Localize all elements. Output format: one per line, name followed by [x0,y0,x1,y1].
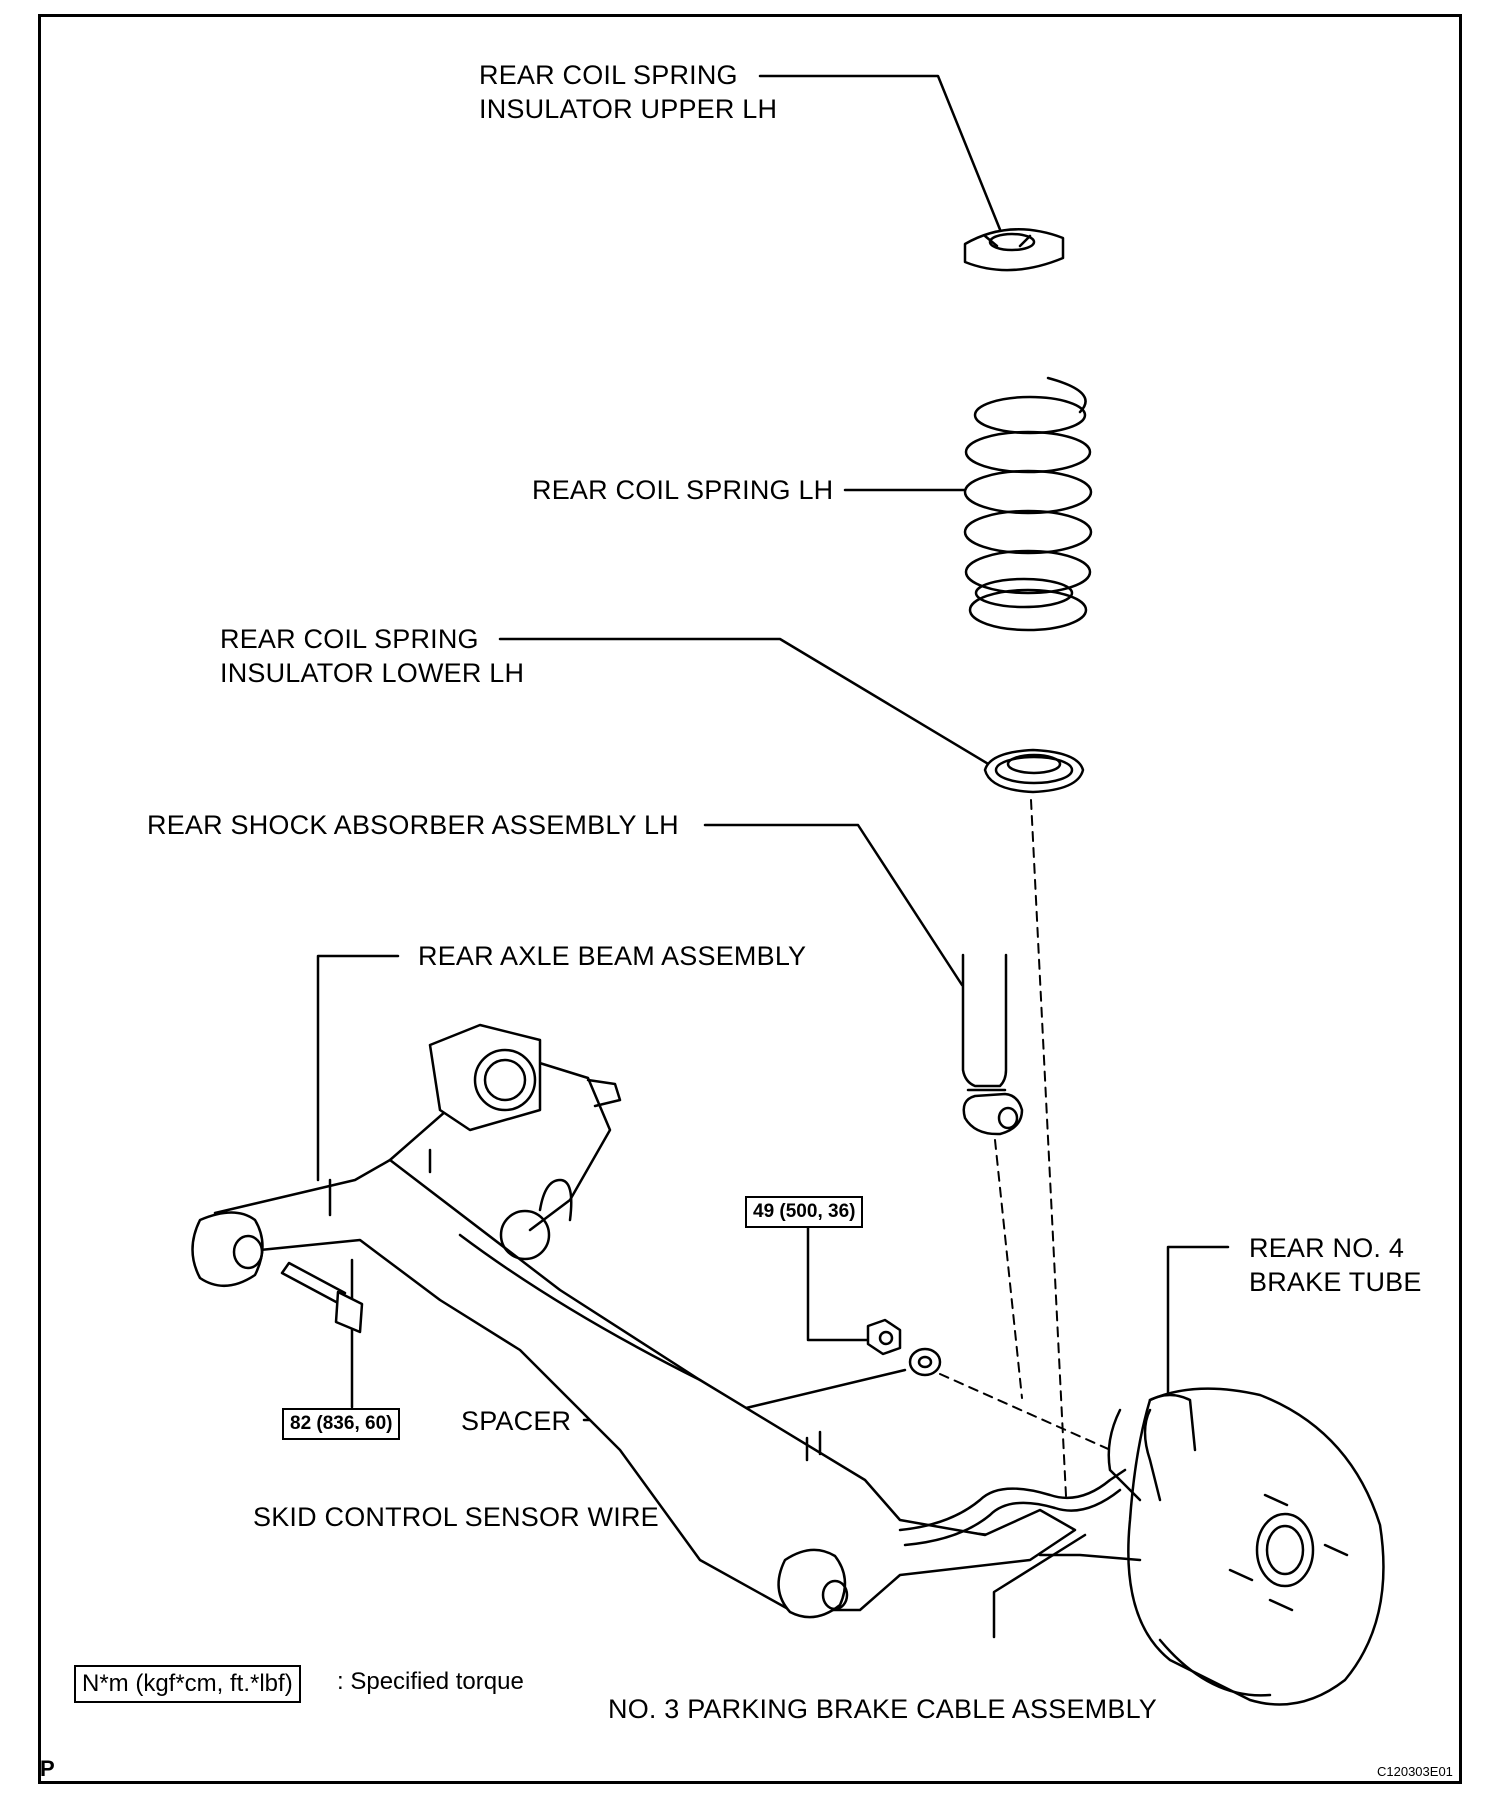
nut-part [866,1318,902,1356]
label-insulator-upper-line1: REAR COIL SPRING [479,60,738,90]
label-shock-absorber: REAR SHOCK ABSORBER ASSEMBLY LH [147,810,679,840]
label-coil-spring: REAR COIL SPRING LH [532,475,834,505]
leader-shock-absorber [703,823,964,987]
figure-code: C120303E01 [1377,1764,1453,1779]
upper-insulator-part [963,228,1065,272]
coil-spring-part [963,376,1093,632]
label-parking-cable: NO. 3 PARKING BRAKE CABLE ASSEMBLY [608,1694,1157,1724]
torque-spec-nut: 49 (500, 36) [745,1196,864,1228]
leader-axle-beam [316,954,400,1182]
label-brake-tube-line2: BRAKE TUBE [1249,1267,1422,1297]
label-insulator-upper-line2: INSULATOR UPPER LH [479,94,778,124]
label-brake-tube-line1: REAR NO. 4 [1249,1233,1405,1263]
cable-and-tube-routing [898,1408,1162,1562]
label-spacer: SPACER [461,1406,572,1436]
leader-torque-nut [806,1221,870,1342]
shock-absorber-part [961,953,1024,1136]
bolt-part [280,1261,364,1334]
leader-insulator-lower [498,637,997,770]
spacer-part [908,1347,942,1377]
label-axle-beam: REAR AXLE BEAM ASSEMBLY [418,941,807,971]
brake-drum-part [1107,1387,1385,1706]
dash-shock-axis [994,1139,1023,1399]
dash-spring-axis [1030,799,1067,1497]
dash-spacer-axis [939,1373,1116,1453]
legend-description: : Specified torque [337,1668,524,1695]
label-sensor-wire: SKID CONTROL SENSOR WIRE [253,1502,659,1532]
leader-insulator-upper [758,74,1005,239]
label-insulator-lower-line2: INSULATOR LOWER LH [220,658,525,688]
axle-beam-part [191,1023,1077,1619]
label-insulator-lower-line1: REAR COIL SPRING [220,624,479,654]
leader-brake-tube [1166,1245,1230,1410]
section-letter: P [40,1756,55,1781]
diagram-frame [38,14,1462,1784]
torque-spec-bolt: 82 (836, 60) [282,1408,401,1440]
legend-torque-unit: N*m (kgf*cm, ft.*lbf) [74,1665,301,1703]
lower-insulator-part [983,748,1085,794]
